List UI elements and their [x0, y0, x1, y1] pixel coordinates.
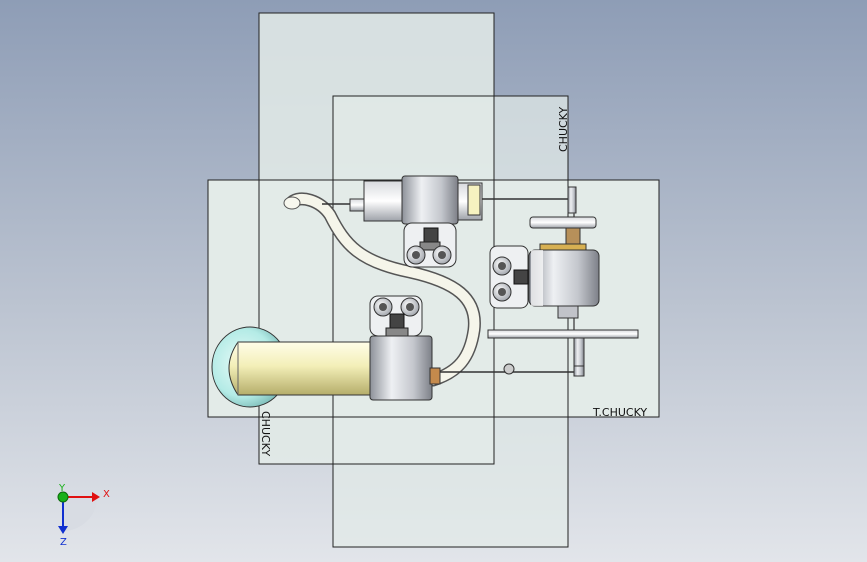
plate-tall-right[interactable] — [332, 95, 569, 548]
lower-bracket[interactable] — [369, 295, 423, 337]
axis-z-label: Z — [60, 537, 67, 548]
plate-label-bottom-left: CHUCKY — [259, 411, 272, 457]
coordinate-triad: X Z Y — [57, 483, 110, 548]
plate-label-top-right: CHUCKY — [557, 106, 570, 152]
axis-y-origin — [57, 491, 69, 503]
hose[interactable] — [283, 192, 481, 387]
axis-y-label: Y — [58, 483, 66, 494]
upper-bracket[interactable] — [403, 222, 457, 268]
main-cylinder[interactable] — [211, 326, 585, 408]
plate-label-bottom-right: T.CHUCKY — [592, 406, 647, 419]
axis-x-label: X — [103, 489, 110, 500]
motor-assembly[interactable] — [487, 213, 639, 369]
upper-cylinder[interactable] — [322, 175, 577, 225]
